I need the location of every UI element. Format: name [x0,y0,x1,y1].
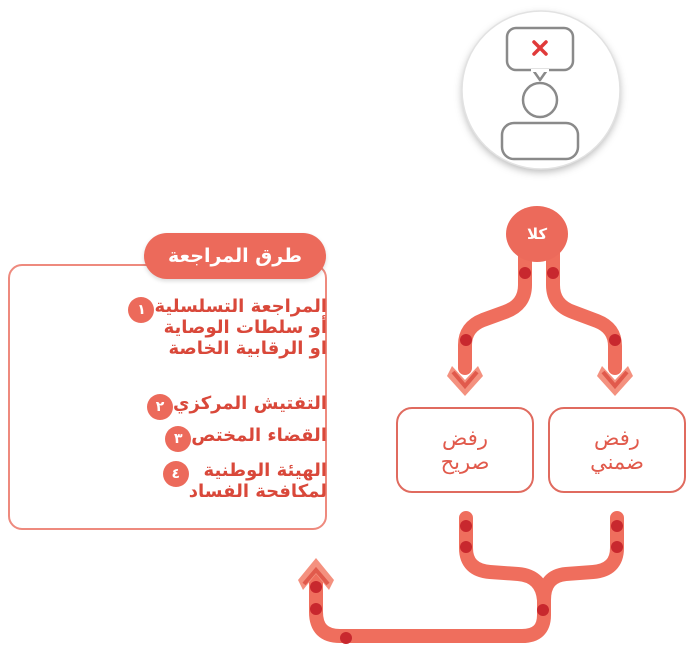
arrow-up-icon [298,558,334,590]
review-methods-title-text: طرق المراجعة [168,245,302,267]
method-number-badge: ٣ [165,426,192,452]
split-path [458,245,622,375]
decision-no-bubble: كلا [506,206,568,262]
method-item: ٣ القضاء المختص [159,425,327,452]
merge-path [309,511,624,643]
implicit-rejection-box: رفض ضمني [548,407,686,493]
method-number-badge: ٤ [162,461,189,487]
method-number-badge: ١ [128,297,155,323]
method-item: ٢ التفتيش المركزي [141,393,327,420]
rejection-avatar-icon [461,10,621,170]
method-text: المراجعة التسلسلية أو سلطات الوصاية او ا… [154,296,327,359]
explicit-rejection-box: رفض صريح [396,407,534,493]
decision-no-label: كلا [526,225,548,243]
arrow-down-icon [597,366,633,396]
review-methods-title: طرق المراجعة [144,233,326,279]
method-item: ١ المراجعة التسلسلية أو سلطات الوصاية او… [122,296,327,359]
arrow-down-icon [447,366,483,396]
method-text: التفتيش المركزي [173,393,327,414]
method-number-badge: ٢ [147,394,173,420]
method-item: ٤ الهيئة الوطنية لمكافحة الفساد [157,460,327,502]
method-text: الهيئة الوطنية لمكافحة الفساد [188,460,327,502]
path-dots [310,267,623,644]
method-text: القضاء المختص [191,425,327,446]
